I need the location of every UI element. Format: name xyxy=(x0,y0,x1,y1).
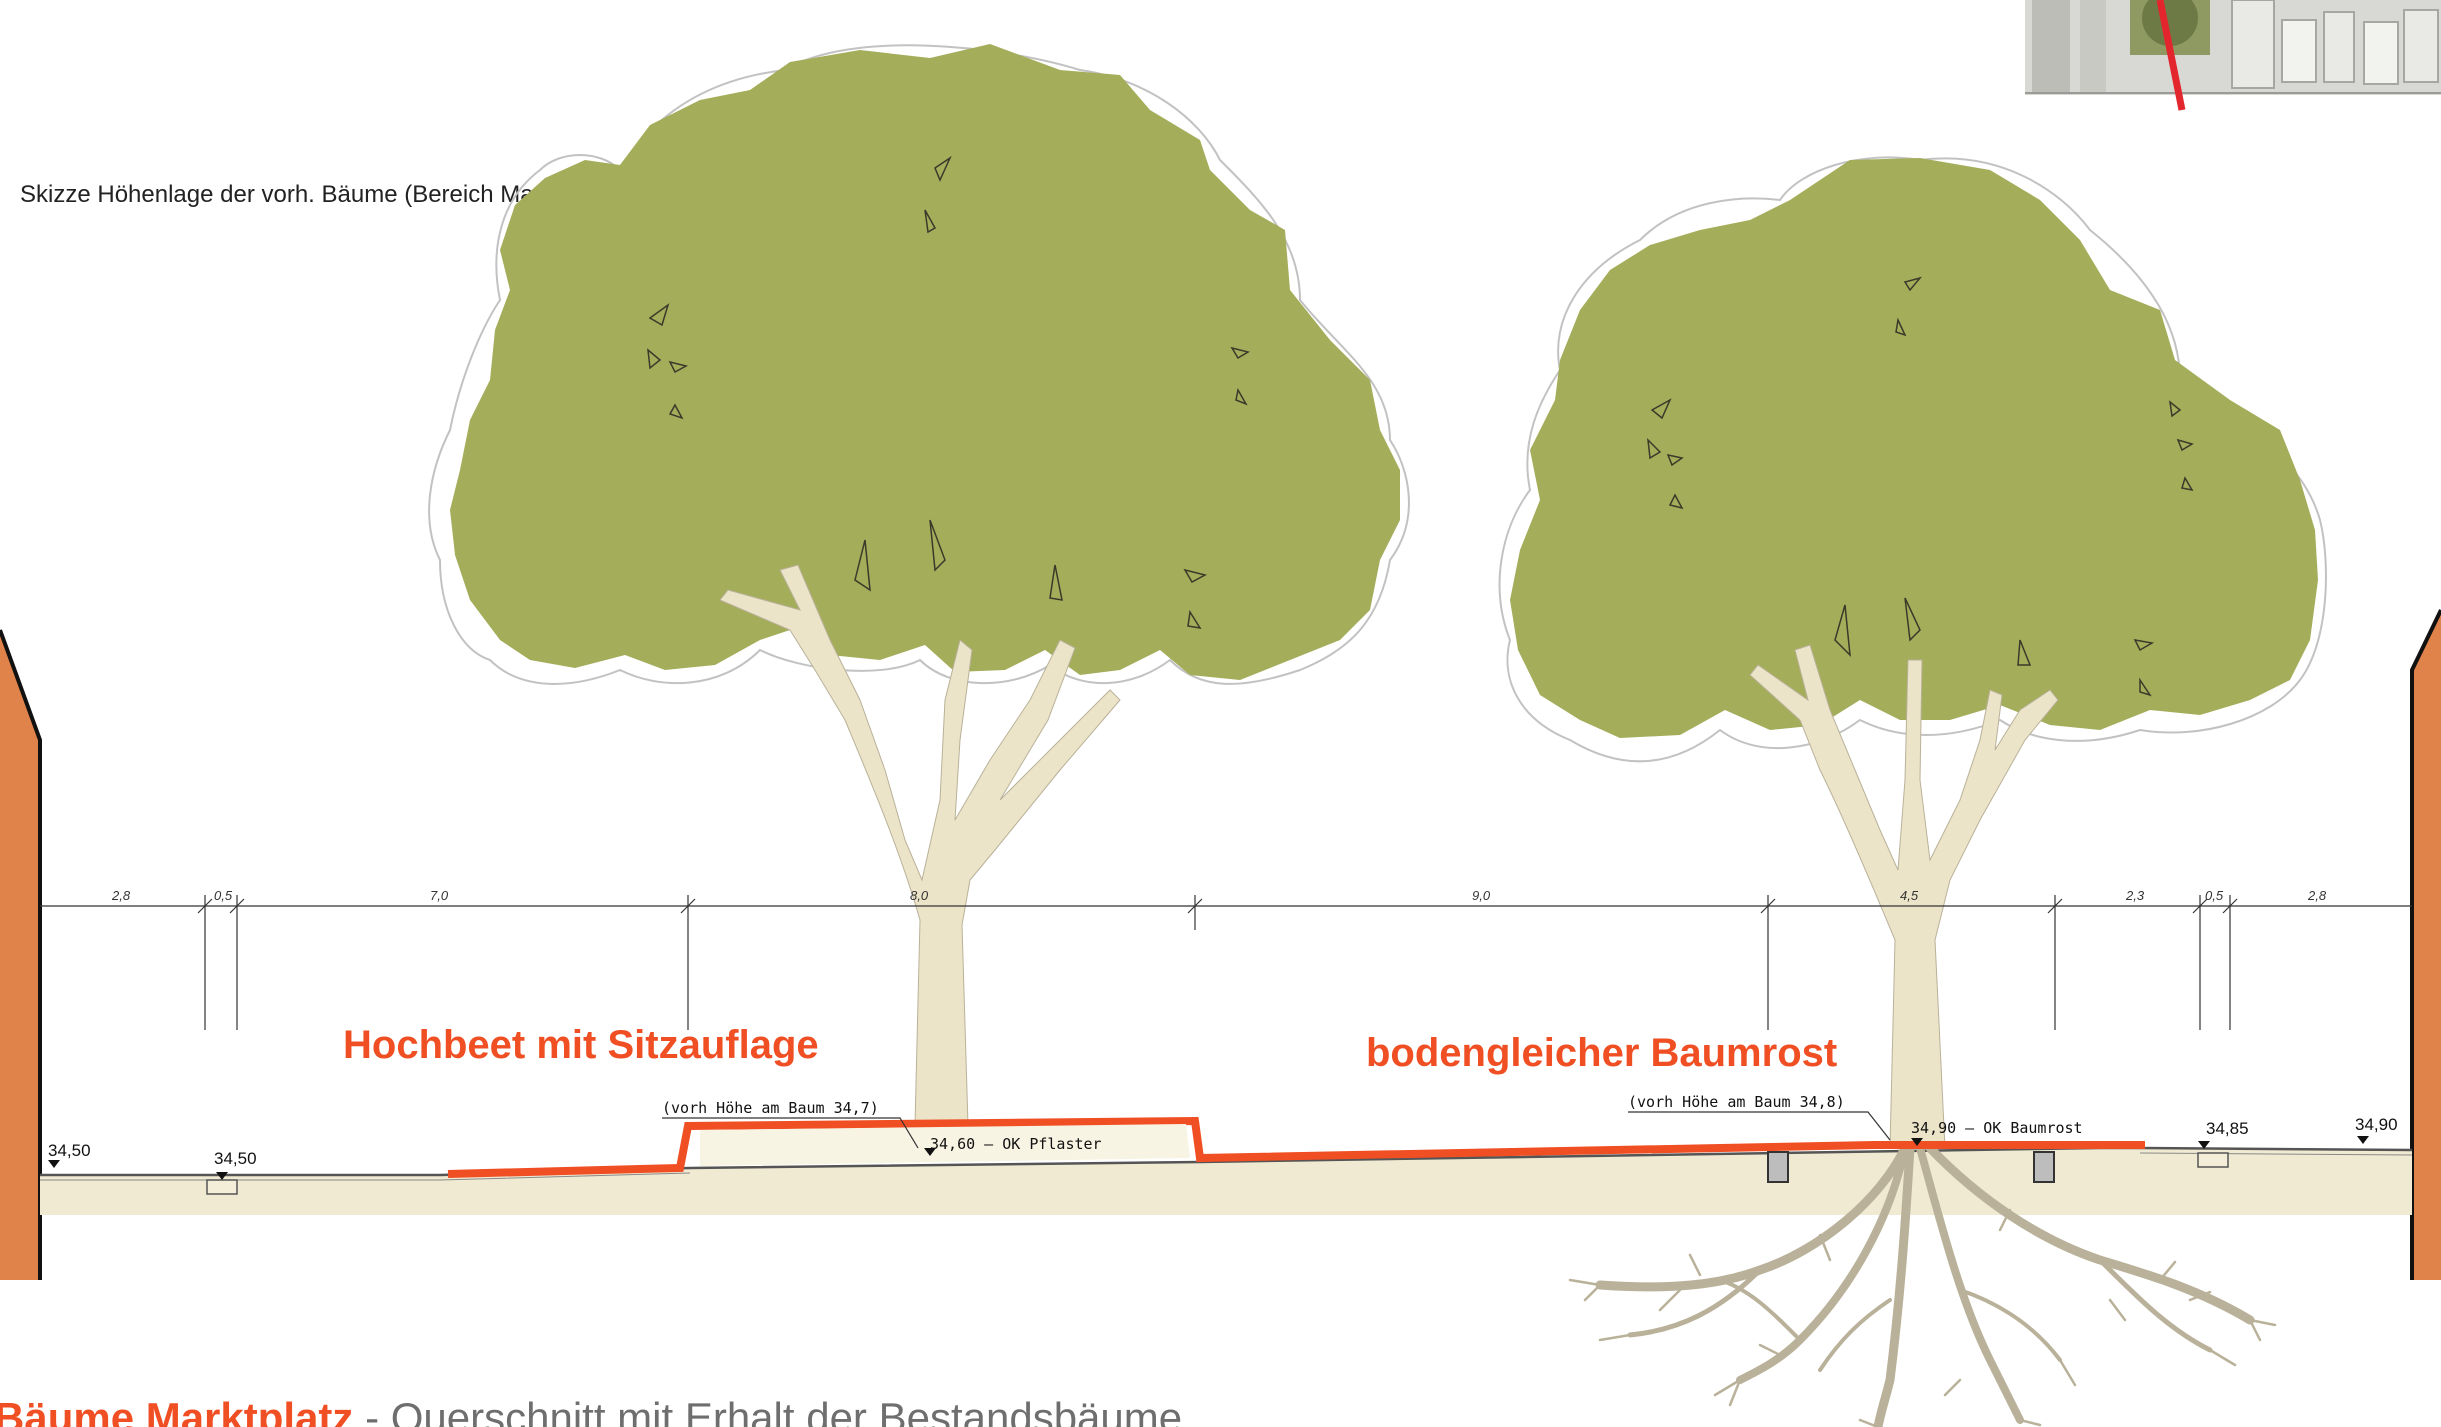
dim-label: 0,5 xyxy=(214,888,233,903)
right-wall xyxy=(2412,610,2441,1280)
note-tree-1-height: (vorh Höhe am Baum 34,7) xyxy=(662,1099,879,1117)
tree-2-trunk xyxy=(1749,644,2059,1149)
dim-label: 8,0 xyxy=(910,888,929,903)
dim-label: 2,8 xyxy=(111,888,131,903)
grate-support-right xyxy=(2033,1151,2055,1183)
dim-label: 9,0 xyxy=(1472,888,1491,903)
note-tree-2-height: (vorh Höhe am Baum 34,8) xyxy=(1628,1093,1845,1111)
grate-support-left xyxy=(1767,1151,1789,1183)
level-label: 34,50 xyxy=(48,1141,91,1160)
level-markers xyxy=(48,1136,2369,1180)
caption-main: Bäume Marktplatz xyxy=(0,1394,353,1427)
drain-channel-right xyxy=(2197,1152,2229,1168)
hochbeet-outline xyxy=(447,1116,2145,1178)
dim-label: 2,8 xyxy=(2307,888,2327,903)
dim-label: 4,5 xyxy=(1900,888,1919,903)
location-inset-map xyxy=(2025,0,2441,95)
section-cut-marker xyxy=(2156,0,2186,111)
callout-hochbeet: Hochbeet mit Sitzauflage xyxy=(343,1023,819,1067)
level-label: 34,90 xyxy=(2355,1115,2398,1134)
tree-1-trunk xyxy=(719,564,1121,1126)
ground-soil xyxy=(40,1148,2412,1215)
dimension-chain xyxy=(40,895,2412,1030)
callout-baumrost: bodengleicher Baumrost xyxy=(1366,1031,1837,1075)
level-label-pflaster: 34,60 – OK Pflaster xyxy=(930,1135,1102,1153)
caption: Bäume Marktplatz - Querschnitt mit Erhal… xyxy=(0,1394,1182,1427)
dim-label: 0,5 xyxy=(2205,888,2224,903)
level-label-baumrost: 34,90 – OK Baumrost xyxy=(1911,1119,2083,1137)
root-system xyxy=(1568,1143,2277,1427)
left-wall xyxy=(0,630,40,1280)
tree-2-canopy xyxy=(1498,156,2327,763)
drain-channel-left xyxy=(206,1179,238,1195)
dim-label: 7,0 xyxy=(430,888,449,903)
level-label: 34,50 xyxy=(214,1149,257,1168)
caption-sub: - Querschnitt mit Erhalt der Bestandsbäu… xyxy=(353,1394,1182,1427)
dim-label: 2,3 xyxy=(2125,888,2145,903)
tree-1-canopy xyxy=(428,44,1410,685)
level-label: 34,85 xyxy=(2206,1119,2249,1138)
